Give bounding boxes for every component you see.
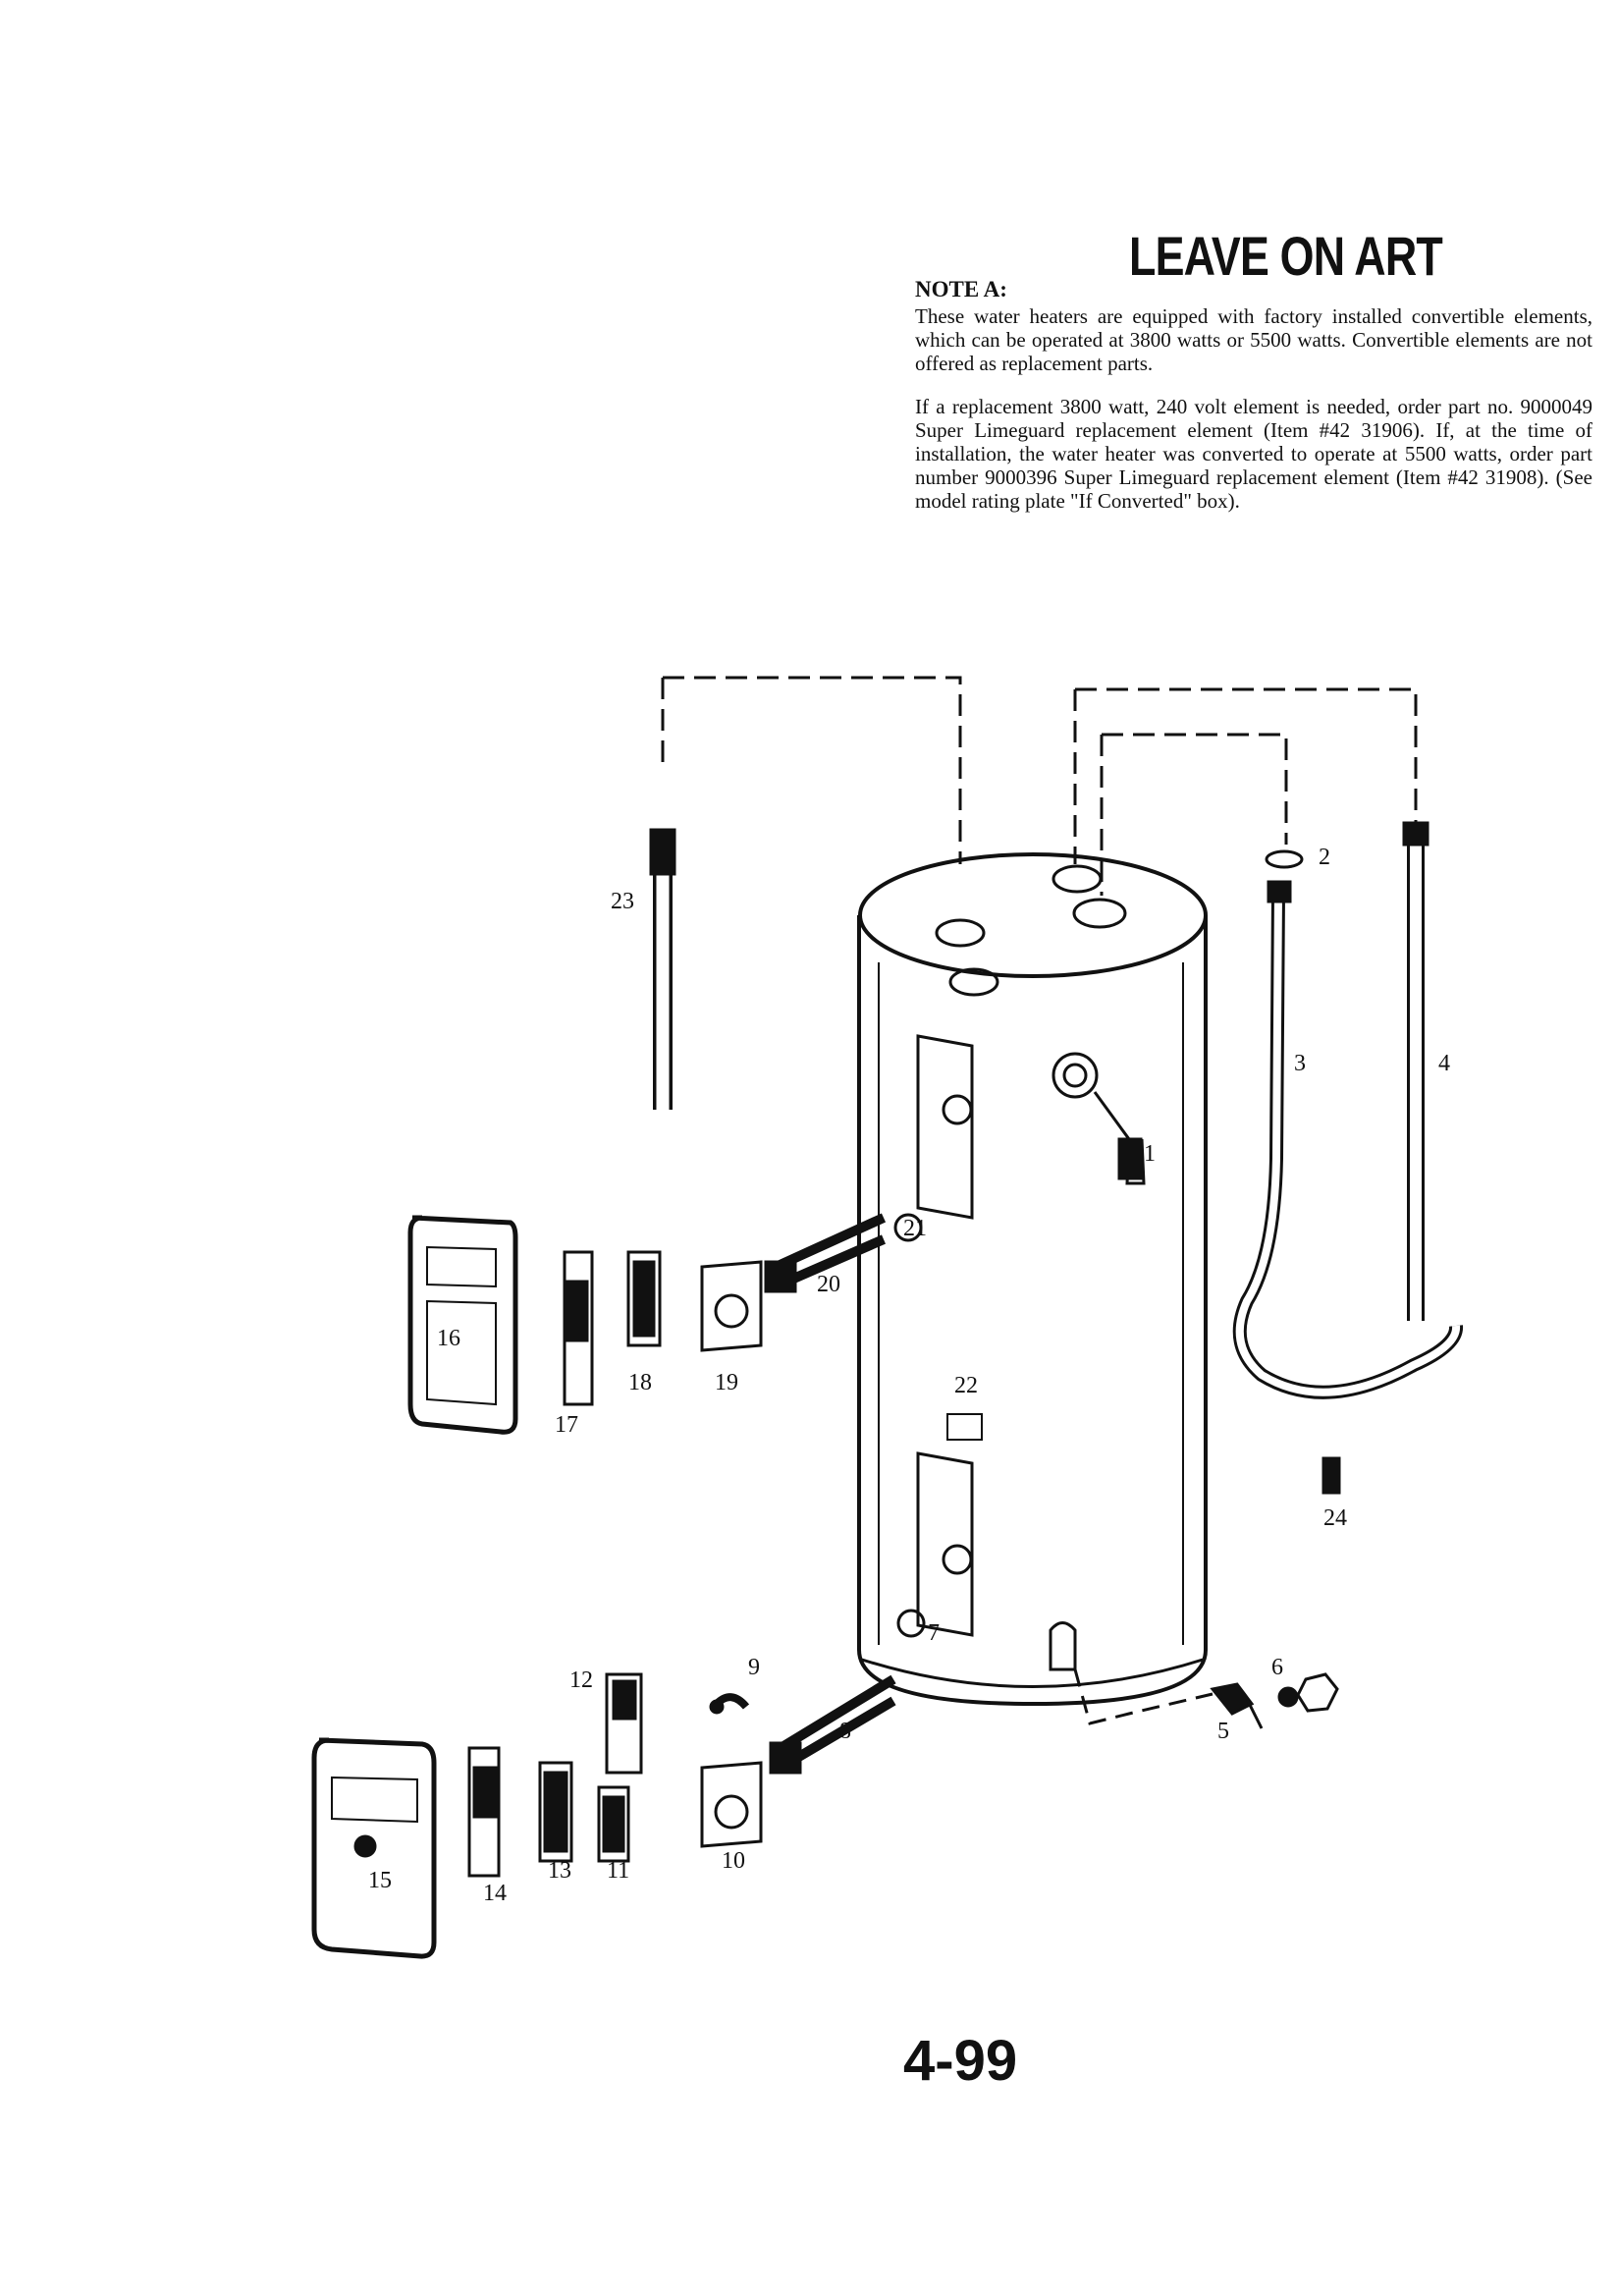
upper-access-opening <box>916 1034 974 1220</box>
washer-6 <box>1277 1686 1299 1708</box>
thermostat-13 <box>538 1761 573 1863</box>
callout-14: 14 <box>483 1881 507 1906</box>
callout-23: 23 <box>611 889 634 914</box>
top-port-right <box>1072 898 1127 929</box>
callout-24: 24 <box>1323 1505 1347 1531</box>
callout-1: 1 <box>1144 1141 1156 1167</box>
callout-11: 11 <box>607 1858 629 1884</box>
dashed-leader-outer <box>1073 687 1418 864</box>
drain-port <box>1049 1621 1077 1671</box>
callout-7: 7 <box>928 1620 940 1646</box>
element-gasket-7 <box>896 1609 926 1638</box>
callout-8: 8 <box>839 1719 851 1744</box>
note-paragraph-2: If a replacement 3800 watt, 240 volt ele… <box>915 395 1592 513</box>
drain-valve-5 <box>1210 1682 1255 1716</box>
access-cover-15 <box>311 1737 437 1959</box>
top-port-left <box>935 918 986 948</box>
callout-20: 20 <box>817 1272 840 1297</box>
access-cover-16 <box>407 1215 518 1435</box>
thermostat-11 <box>597 1785 630 1863</box>
insulation-17 <box>563 1250 594 1406</box>
relief-valve-1 <box>1093 1091 1146 1185</box>
gasket-2 <box>1265 849 1304 869</box>
note-paragraph-1: These water heaters are equipped with fa… <box>915 304 1592 375</box>
upper-element-port <box>942 1094 973 1125</box>
lower-access-opening <box>916 1451 974 1637</box>
top-port-front <box>948 967 999 997</box>
top-port-rear <box>1052 864 1103 894</box>
dashed-leader-anode <box>661 676 962 864</box>
callout-16: 16 <box>437 1326 460 1351</box>
tank-body <box>857 852 1208 1707</box>
bracket-10 <box>700 1761 763 1848</box>
callout-17: 17 <box>555 1412 578 1438</box>
callout-15: 15 <box>368 1868 392 1893</box>
nipple-24 <box>1321 1456 1341 1495</box>
callout-9: 9 <box>748 1655 760 1680</box>
note-text: These water heaters are equipped with fa… <box>915 304 1592 532</box>
insulation-14 <box>467 1746 501 1878</box>
callout-2: 2 <box>1319 845 1330 870</box>
relief-valve-port <box>1052 1052 1099 1099</box>
insulation-12 <box>605 1672 643 1775</box>
callout-10: 10 <box>722 1848 745 1874</box>
dashed-leader-inner <box>1100 733 1288 896</box>
callout-12: 12 <box>569 1667 593 1693</box>
callout-21: 21 <box>903 1216 927 1241</box>
callout-3: 3 <box>1294 1051 1306 1076</box>
rating-plate-22 <box>946 1413 983 1441</box>
note-heading: NOTE A: <box>915 277 1007 301</box>
thermostat-18 <box>626 1250 662 1347</box>
callout-19: 19 <box>715 1370 738 1395</box>
callout-4: 4 <box>1438 1051 1450 1076</box>
element-gasket-21 <box>893 1213 923 1242</box>
callout-6: 6 <box>1271 1655 1283 1680</box>
lower-element-port <box>942 1544 973 1575</box>
callout-5: 5 <box>1217 1719 1229 1744</box>
callout-22: 22 <box>954 1373 978 1398</box>
page-number: 4-99 <box>903 2029 1018 2093</box>
callout-13: 13 <box>548 1858 571 1884</box>
nut-6 <box>1296 1672 1339 1713</box>
callout-18: 18 <box>628 1370 652 1395</box>
bracket-19 <box>700 1260 763 1352</box>
